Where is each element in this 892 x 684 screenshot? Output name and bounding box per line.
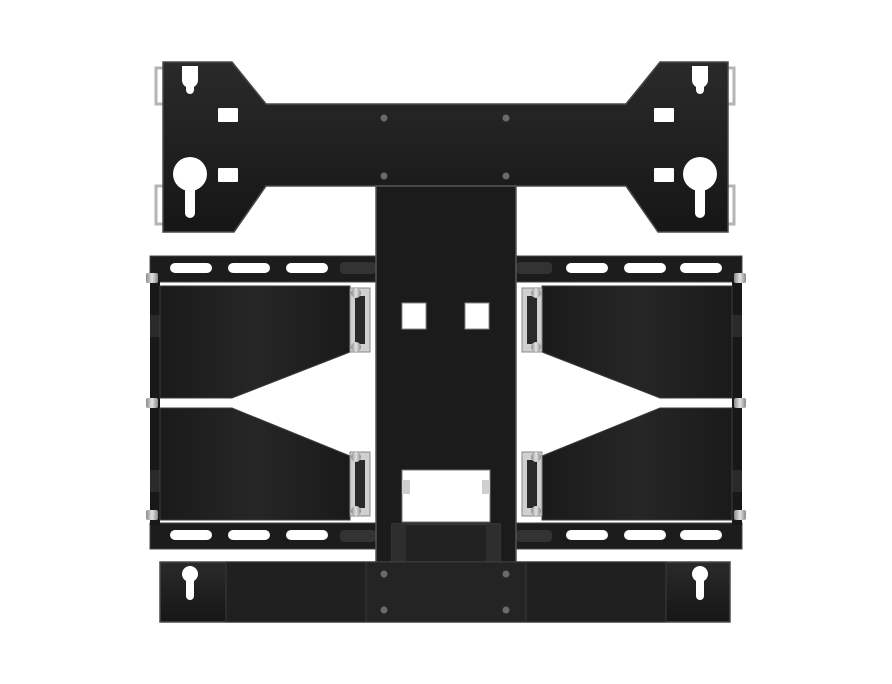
left-top-rail-clip (340, 262, 376, 274)
bottom-plate-keyholes (182, 566, 708, 600)
top-plate-body (162, 61, 729, 233)
spine-cross-block (391, 523, 501, 563)
right-side-tab-1 (732, 315, 742, 337)
spine-window-left (401, 302, 427, 330)
central-spine (375, 185, 517, 567)
left-bottom-rail-slots (170, 530, 328, 540)
spine-lower-cutout (401, 469, 491, 523)
left-upper-arm (159, 285, 351, 399)
right-bottom-rail-clip (516, 530, 552, 542)
spine-cross-block-edge-left (392, 524, 406, 562)
bottom-wall-plate (159, 561, 731, 623)
left-side-tab-1 (150, 315, 160, 337)
right-arm-assembly (515, 255, 746, 550)
right-bottom-rail-slots (566, 530, 722, 540)
left-pivot-bolts (146, 273, 158, 520)
left-arm-assembly (146, 255, 377, 550)
spine-cross-block-edge-right (486, 524, 500, 562)
top-plate-screws (380, 114, 510, 180)
left-side-tab-2 (150, 470, 160, 492)
left-lower-arm (159, 407, 351, 521)
spine-window-right (464, 302, 490, 330)
spine-cutout-clip-left (402, 480, 410, 494)
right-top-rail-clip (516, 262, 552, 274)
spine-cutout-clip-right (482, 480, 490, 494)
right-pivot-bolts (734, 273, 746, 520)
right-upper-arm (541, 285, 733, 399)
top-left-upper-handle (154, 66, 166, 106)
bottom-plate-center (365, 561, 527, 623)
right-side-tab-2 (732, 470, 742, 492)
top-right-lower-handle (724, 184, 736, 226)
left-top-rail-slots (170, 263, 328, 273)
right-hinges (521, 287, 543, 517)
left-bottom-rail-clip (340, 530, 376, 542)
top-right-upper-handle (724, 66, 736, 106)
right-top-rail-slots (566, 263, 722, 273)
bottom-plate-channel-right (525, 561, 667, 623)
right-lower-arm (541, 407, 733, 521)
left-hinges (349, 287, 371, 517)
bottom-plate-channel-left (225, 561, 367, 623)
top-left-lower-handle (154, 184, 166, 226)
top-wall-plate (154, 61, 736, 233)
bottom-plate-screws (380, 570, 510, 614)
top-plate-keyholes (173, 66, 717, 218)
